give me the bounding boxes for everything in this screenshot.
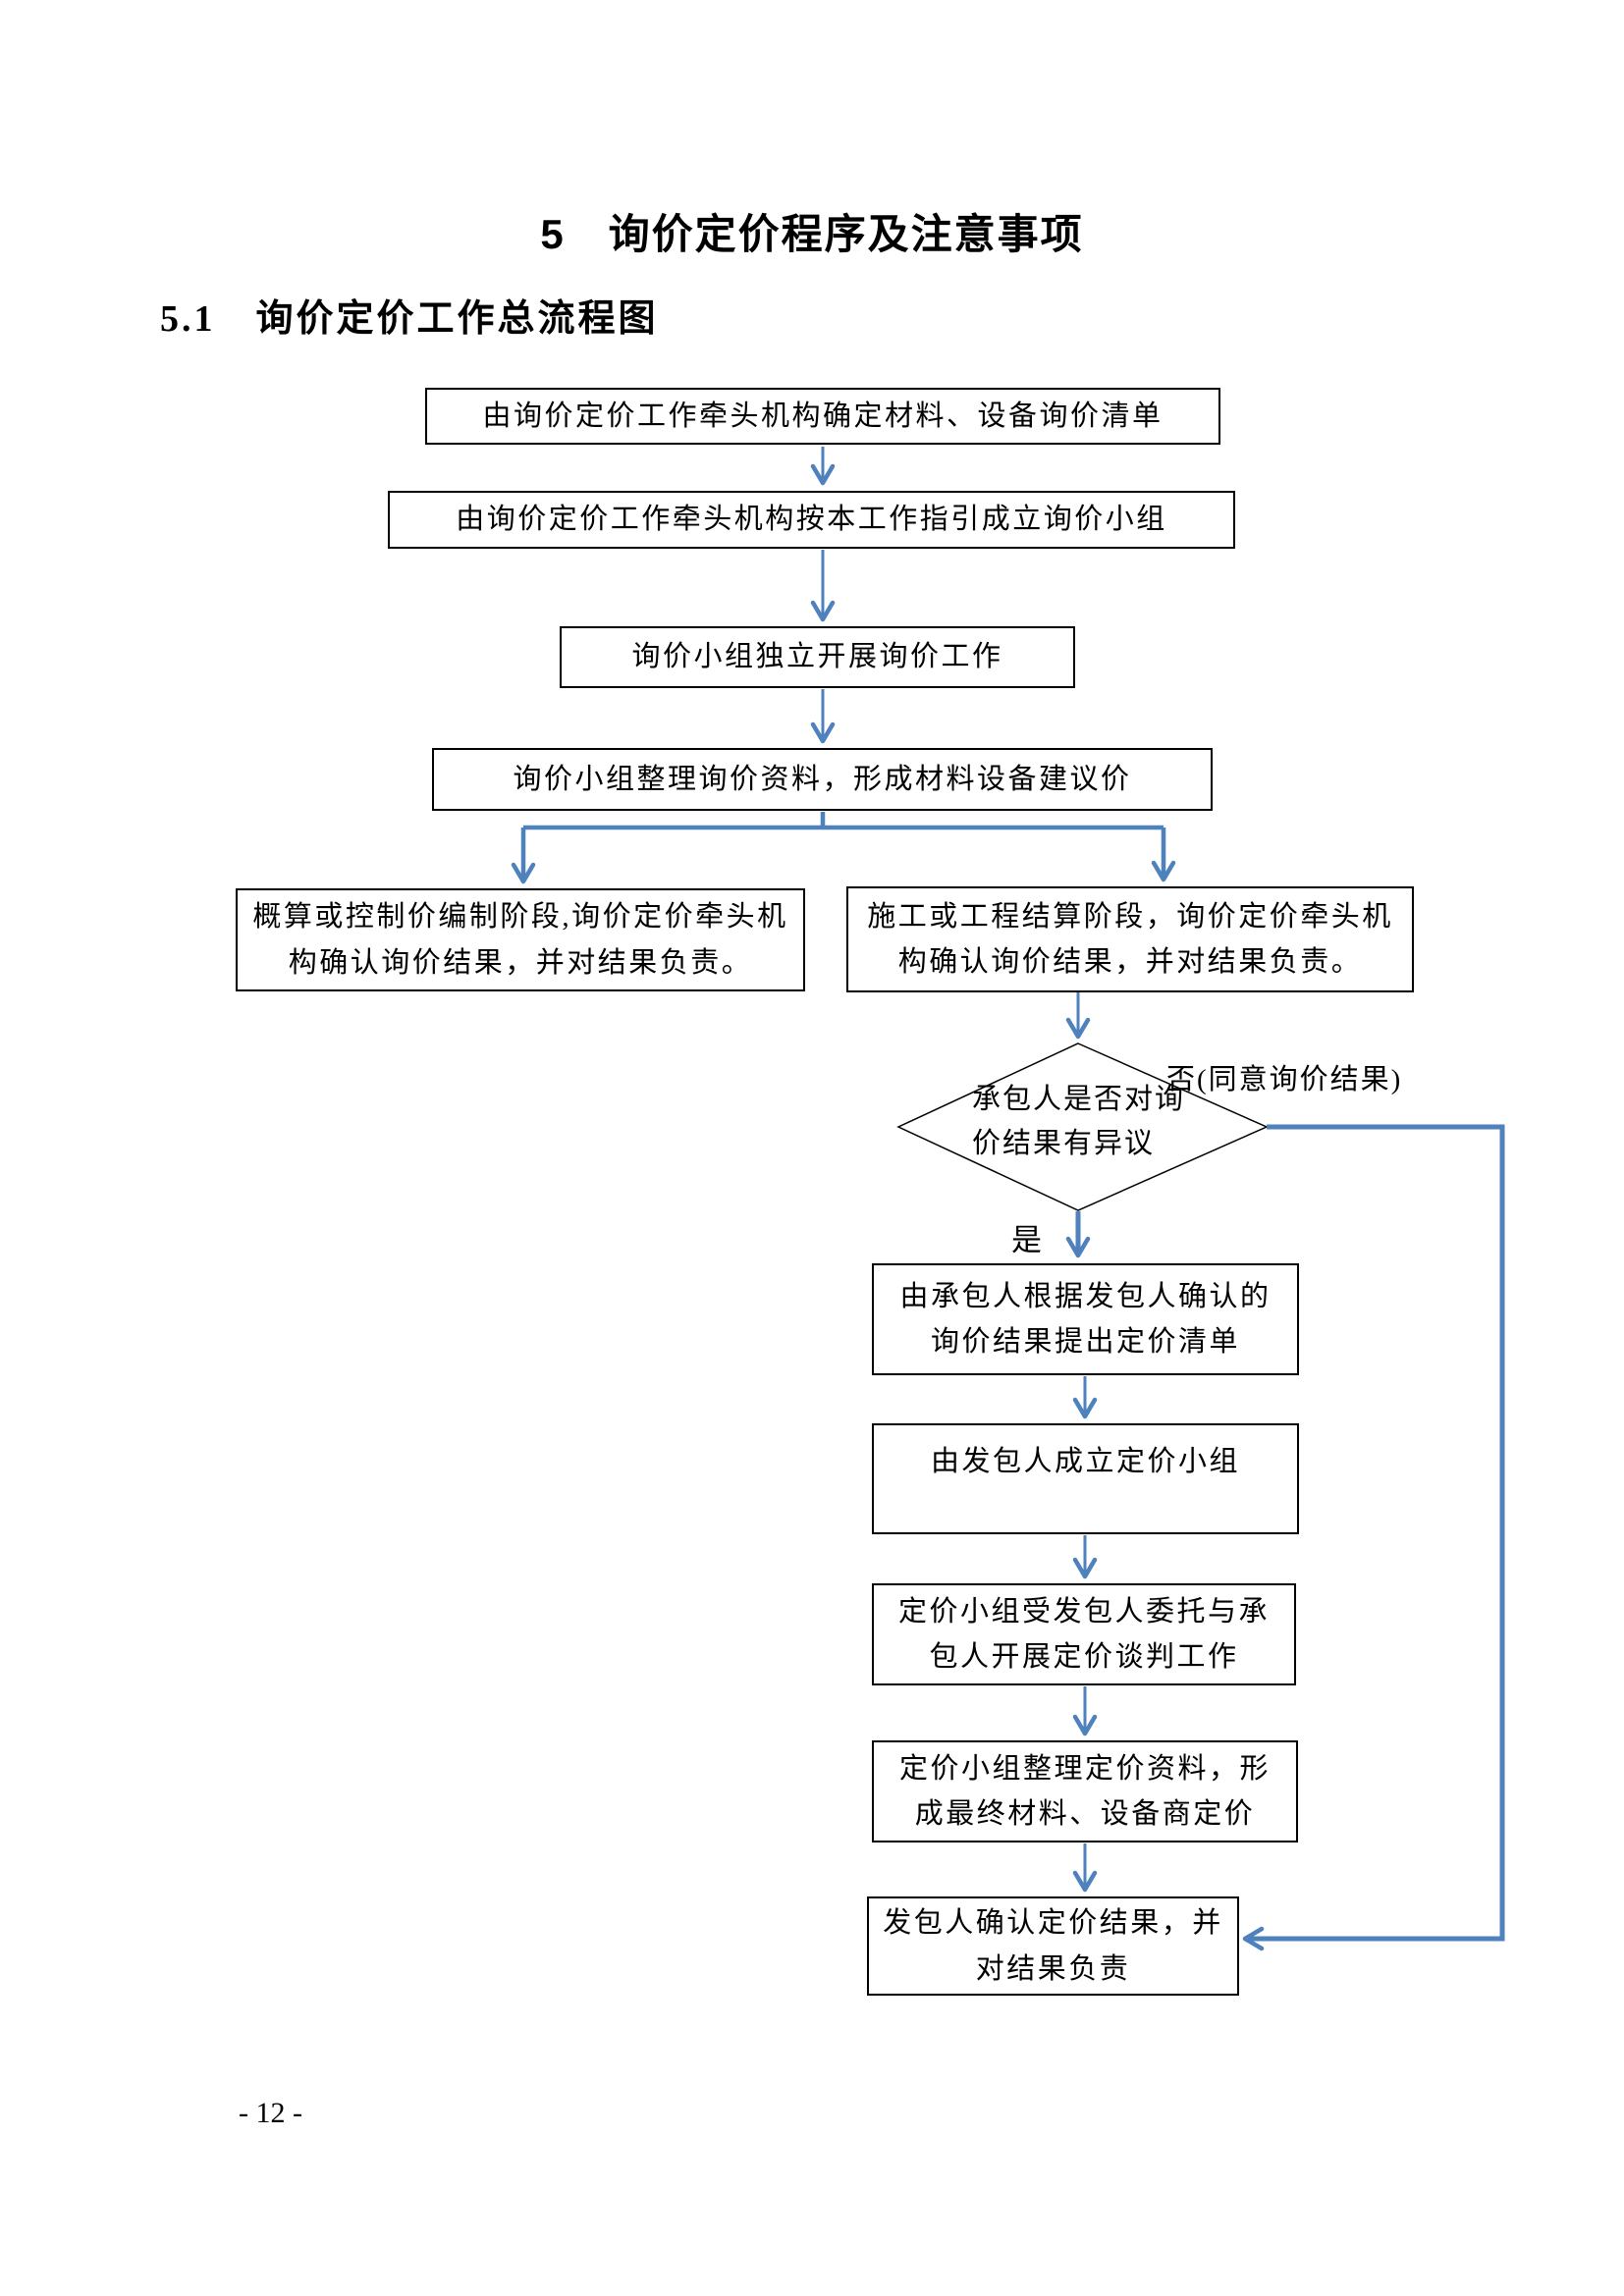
flow-step-2: 由询价定价工作牵头机构按本工作指引成立询价小组: [388, 491, 1235, 549]
flow-branch-right-label: 施工或工程结算阶段，询价定价牵头机构确认询价结果，并对结果负责。: [867, 900, 1393, 978]
flow-step-4-label: 询价小组整理询价资料，形成材料设备建议价: [513, 763, 1132, 795]
flow-step-6-label: 由发包人成立定价小组: [930, 1446, 1240, 1477]
flow-step-5-label: 由承包人根据发包人确认的询价结果提出定价清单: [899, 1280, 1272, 1358]
flow-step-7-label: 定价小组受发包人委托与承包人开展定价谈判工作: [897, 1595, 1270, 1673]
flow-step-1: 由询价定价工作牵头机构确定材料、设备询价清单: [425, 388, 1220, 445]
page-number: - 12 -: [239, 2097, 302, 2129]
flow-branch-left-label: 概算或控制价编制阶段,询价定价牵头机构确认询价结果，并对结果负责。: [252, 901, 788, 979]
decision-no-label: 否(同意询价结果): [1166, 1064, 1403, 1095]
flow-step-8-label: 定价小组整理定价资料，形成最终材料、设备商定价: [898, 1752, 1271, 1830]
flow-step-8: 定价小组整理定价资料，形成最终材料、设备商定价: [872, 1740, 1298, 1842]
decision-yes-label: 是: [1011, 1223, 1044, 1257]
flow-step-5: 由承包人根据发包人确认的询价结果提出定价清单: [872, 1263, 1299, 1375]
flow-branch-left: 概算或控制价编制阶段,询价定价牵头机构确认询价结果，并对结果负责。: [236, 888, 805, 991]
flow-step-1-label: 由询价定价工作牵头机构确定材料、设备询价清单: [482, 400, 1164, 432]
flow-step-2-label: 由询价定价工作牵头机构按本工作指引成立询价小组: [456, 504, 1167, 536]
flow-step-3: 询价小组独立开展询价工作: [560, 626, 1075, 688]
flow-step-3-label: 询价小组独立开展询价工作: [631, 641, 1003, 673]
flow-step-4: 询价小组整理询价资料，形成材料设备建议价: [432, 748, 1213, 811]
section-heading: 5.1 询价定价工作总流程图: [160, 298, 659, 340]
page-title: 5 询价定价程序及注意事项: [540, 211, 1084, 257]
flow-branch-right: 施工或工程结算阶段，询价定价牵头机构确认询价结果，并对结果负责。: [846, 886, 1414, 992]
flow-step-7: 定价小组受发包人委托与承包人开展定价谈判工作: [872, 1583, 1296, 1685]
decision-diamond: [896, 1042, 1269, 1211]
flow-decision-label: 承包人是否对询价结果有异议: [972, 1084, 1186, 1159]
flow-step-9-label: 发包人确认定价结果，并对结果负责: [883, 1907, 1223, 1985]
flow-step-6: 由发包人成立定价小组: [872, 1423, 1299, 1534]
connector-no-loop: [1242, 1124, 1505, 1951]
flow-step-9: 发包人确认定价结果，并对结果负责: [867, 1896, 1239, 1996]
